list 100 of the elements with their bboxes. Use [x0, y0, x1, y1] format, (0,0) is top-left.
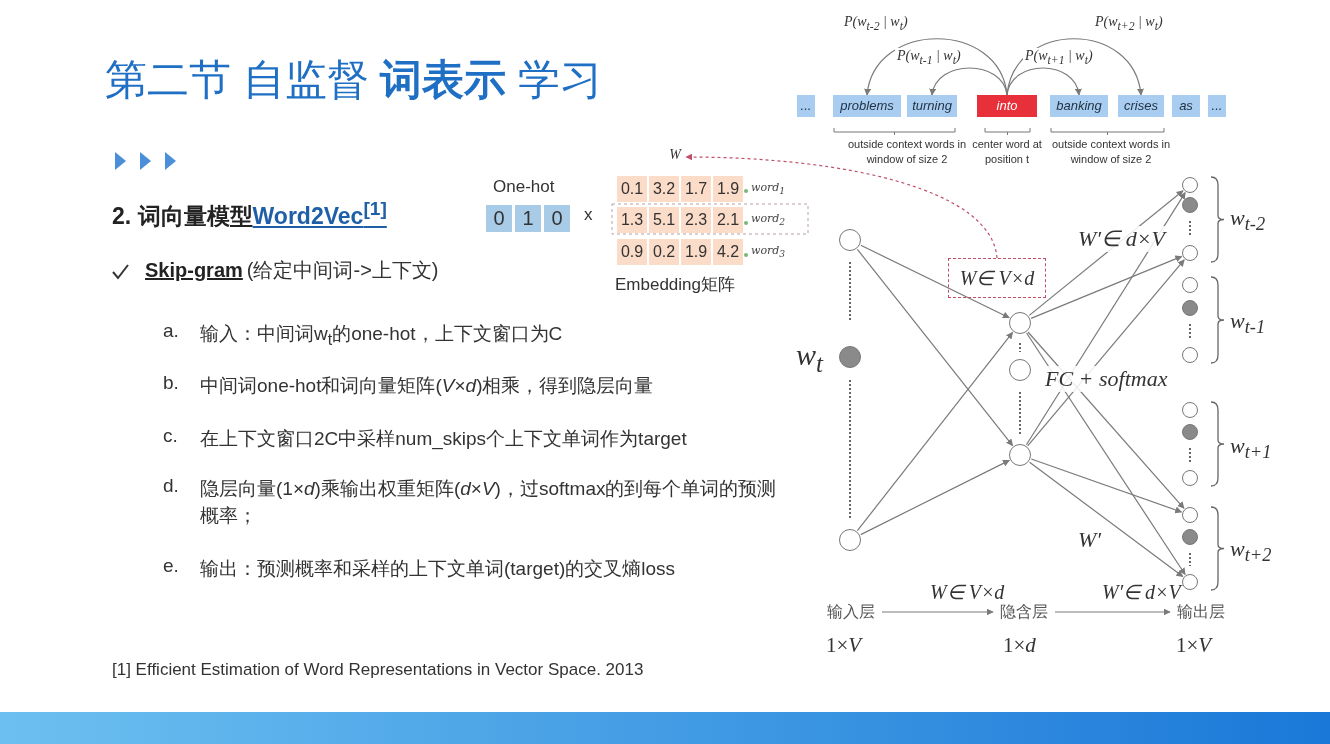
neuron-circle — [1182, 470, 1198, 486]
matrix-cell: 1.3 — [617, 207, 647, 233]
arrow — [1006, 38, 1143, 96]
neuron-circle — [1182, 507, 1198, 523]
edge-label: P(w$_{t-2}$ | w$_{t}$) — [842, 14, 910, 33]
list-marker: d. — [163, 475, 179, 497]
method-name: Skip-gram — [145, 259, 243, 281]
layer-operation-label: FC + softmax — [1043, 366, 1170, 392]
section-heading: 2. 词向量模型 — [112, 202, 253, 229]
one-hot-cell: 0 — [544, 205, 570, 232]
neuron-circle — [839, 529, 861, 551]
arrow — [685, 153, 998, 259]
word-box: crises — [1118, 95, 1164, 117]
matrix-cell: 0.2 — [649, 239, 679, 265]
row-label: word$_{2}$ — [751, 212, 786, 228]
context-word-label: w$_{t+1}$ — [1230, 433, 1272, 464]
dashed-box: W∈ V×d — [948, 258, 1046, 298]
dimension-label: 1×V — [1176, 633, 1212, 658]
matrix-cell: 1.9 — [681, 239, 711, 265]
active-neuron-circle — [1182, 529, 1198, 545]
edge-label: P(w$_{t+1}$ | w$_{t}$) — [1023, 48, 1095, 67]
arrow — [1006, 67, 1081, 96]
list-marker: b. — [163, 372, 179, 394]
word-box: problems — [833, 95, 901, 117]
edge-label: W′∈ d×V — [1101, 580, 1183, 604]
word-box: banking — [1050, 95, 1108, 117]
list-item-text: 在上下文窗口2C中采样num_skips个上下文单词作为target — [200, 427, 688, 452]
list-item-text: 隐层向量(1×d)乘输出权重矩阵(d×V)，过softmax的到每个单词的预测概率； — [200, 477, 778, 528]
active-neuron-circle — [1182, 197, 1198, 213]
arrow — [856, 331, 1014, 532]
dimension-label: 1×V — [826, 633, 862, 658]
neuron-circle — [1182, 402, 1198, 418]
matrix-cell: 3.2 — [649, 176, 679, 202]
arrow — [1030, 255, 1183, 319]
caption-text: outside context words in window of size 2 — [847, 137, 967, 167]
one-hot-cell: 1 — [515, 205, 541, 232]
neuron-circle — [1182, 574, 1198, 590]
heading-link: Word2Vec$^{[1]}$ — [252, 202, 387, 229]
neuron-circle — [1182, 245, 1198, 261]
center-word-box: into — [977, 95, 1037, 117]
neuron-circle — [1182, 347, 1198, 363]
list-item-text: 输入：中间词w$_{t}$的one-hot，上下文窗口为C — [200, 322, 564, 350]
list-marker: e. — [163, 555, 179, 577]
row-label: word$_{3}$ — [751, 244, 786, 260]
neuron-circle — [1182, 277, 1198, 293]
edge-label: P(w$_{t+2}$ | w$_{t}$) — [1093, 14, 1165, 33]
arrow — [1026, 332, 1186, 576]
neuron-circle — [1182, 177, 1198, 193]
edge-label: P(w$_{t-1}$ | w$_{t}$) — [895, 48, 963, 67]
matrix-cell: 5.1 — [649, 207, 679, 233]
matrix-cell: 0.1 — [617, 176, 647, 202]
neuron-circle — [839, 229, 861, 251]
method-description: (给定中间词->上下文) — [246, 259, 439, 281]
list-item-text: 输出：预测概率和采样的上下文单词(target)的交叉熵loss — [200, 557, 677, 581]
footnote: [1] Efficient Estimation of Word Representations in Vector Space. 2013 — [112, 660, 644, 680]
slide-title: 第二节 自监督 词表示 学习 — [105, 55, 602, 105]
matrix-cell: 4.2 — [713, 239, 743, 265]
arrow — [1054, 608, 1171, 616]
caption-text: outside context words in window of size 2 — [1051, 137, 1171, 167]
active-neuron-circle — [1182, 300, 1198, 316]
matrix-cell: 2.1 — [713, 207, 743, 233]
list-item-text: 中间词one-hot和词向量矩阵(V×d)相乘，得到隐层向量 — [200, 374, 655, 398]
list-marker: a. — [163, 320, 179, 342]
matrix-cell: 0.9 — [617, 239, 647, 265]
matrix-cell: 1.9 — [713, 176, 743, 202]
context-word-label: w$_{t-2}$ — [1230, 205, 1266, 236]
context-word-label: w$_{t+2}$ — [1230, 536, 1272, 567]
arrow — [860, 244, 1010, 319]
multiply-sign: x — [584, 205, 593, 225]
active-neuron-circle — [1182, 424, 1198, 440]
arrow — [860, 459, 1010, 536]
arrow — [881, 608, 994, 616]
matrix-symbol: W — [664, 147, 686, 167]
arrow — [1029, 461, 1184, 578]
matrix-caption: Embedding矩阵 — [615, 274, 735, 296]
matrix-cell: 1.7 — [681, 176, 711, 202]
neuron-circle — [1009, 312, 1031, 334]
active-neuron-circle — [839, 346, 861, 368]
weight-label: W′∈ d×V — [1076, 226, 1167, 252]
list-marker: c. — [163, 425, 178, 447]
arrow — [865, 38, 1008, 96]
word-box: ... — [1208, 95, 1226, 117]
layer-label: 输出层 — [1170, 601, 1232, 623]
word-box: turning — [907, 95, 957, 117]
neuron-circle — [1009, 444, 1031, 466]
arrow — [1030, 458, 1183, 514]
layer-label: 隐含层 — [993, 601, 1055, 623]
word-box: ... — [797, 95, 815, 117]
edge-label: W∈ V×d — [929, 580, 1006, 604]
word-box: as — [1172, 95, 1200, 117]
context-word-label: w$_{t-1}$ — [1230, 308, 1266, 339]
neuron-circle — [1009, 359, 1031, 381]
one-hot-cell: 0 — [486, 205, 512, 232]
input-word-label: w$_{t}$ — [796, 338, 823, 378]
row-label: word$_{1}$ — [751, 181, 786, 197]
layer-label: 输入层 — [820, 601, 882, 623]
dimension-label: 1×d — [1003, 633, 1036, 658]
arrow — [856, 248, 1014, 447]
arrow — [930, 67, 1008, 96]
one-hot-label: One-hot — [493, 177, 555, 197]
